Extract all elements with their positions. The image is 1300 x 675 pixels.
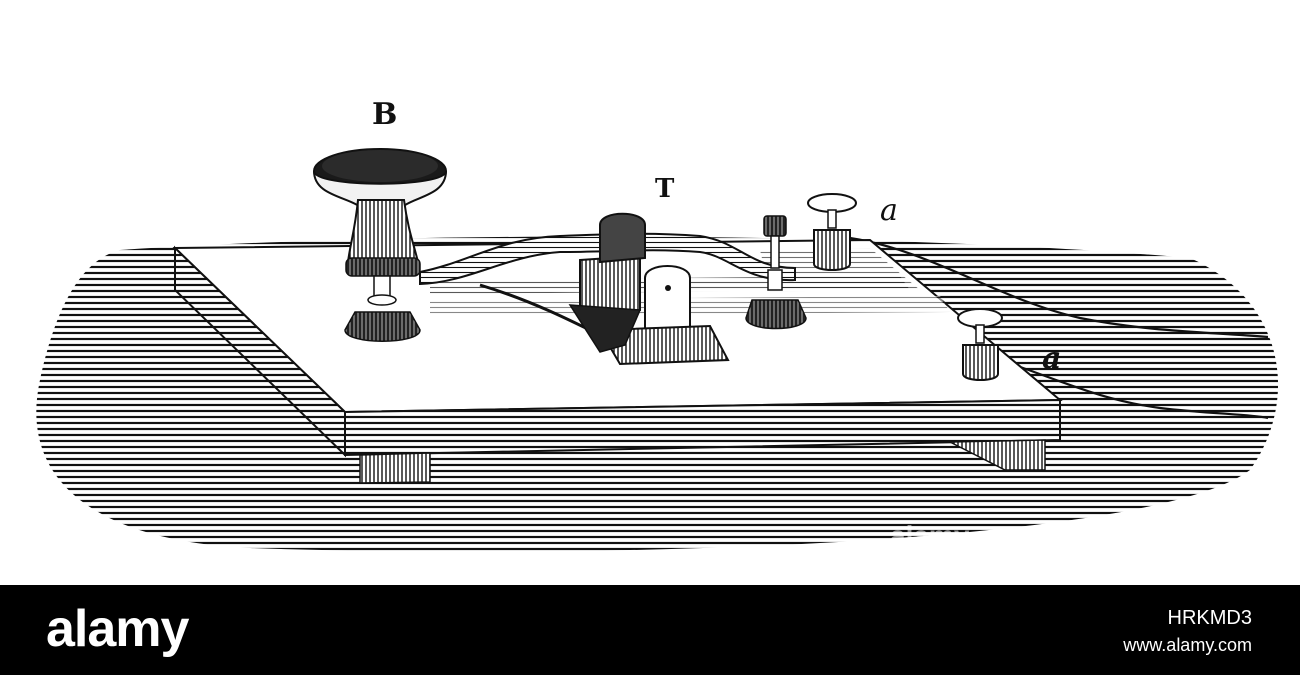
brand-logo: alamy	[46, 600, 189, 658]
label-lever-t: T	[655, 174, 675, 204]
watermark: alamy	[890, 520, 970, 551]
telegraph-key-illustration	[36, 148, 1279, 552]
label-terminal-lower: a	[1042, 341, 1062, 376]
footer-bar: alamy HRKMD3 www.alamy.com	[0, 585, 1300, 675]
terminal-lower	[957, 308, 1003, 381]
button-knob	[313, 148, 447, 342]
wire-upper	[849, 236, 1269, 339]
contact-screw	[745, 215, 807, 330]
label-button-b: B	[372, 97, 398, 132]
base-front-side	[344, 398, 1061, 457]
foot-right	[949, 439, 1046, 471]
pivot-standard	[568, 212, 730, 366]
terminal-upper	[807, 193, 857, 271]
label-terminal-upper: a	[880, 193, 898, 228]
wire-lower	[999, 358, 1269, 420]
image-id: HRKMD3	[1167, 607, 1252, 629]
lever-arm	[419, 232, 796, 286]
site-url: www.alamy.com	[1123, 635, 1252, 655]
foot-left	[359, 452, 431, 484]
